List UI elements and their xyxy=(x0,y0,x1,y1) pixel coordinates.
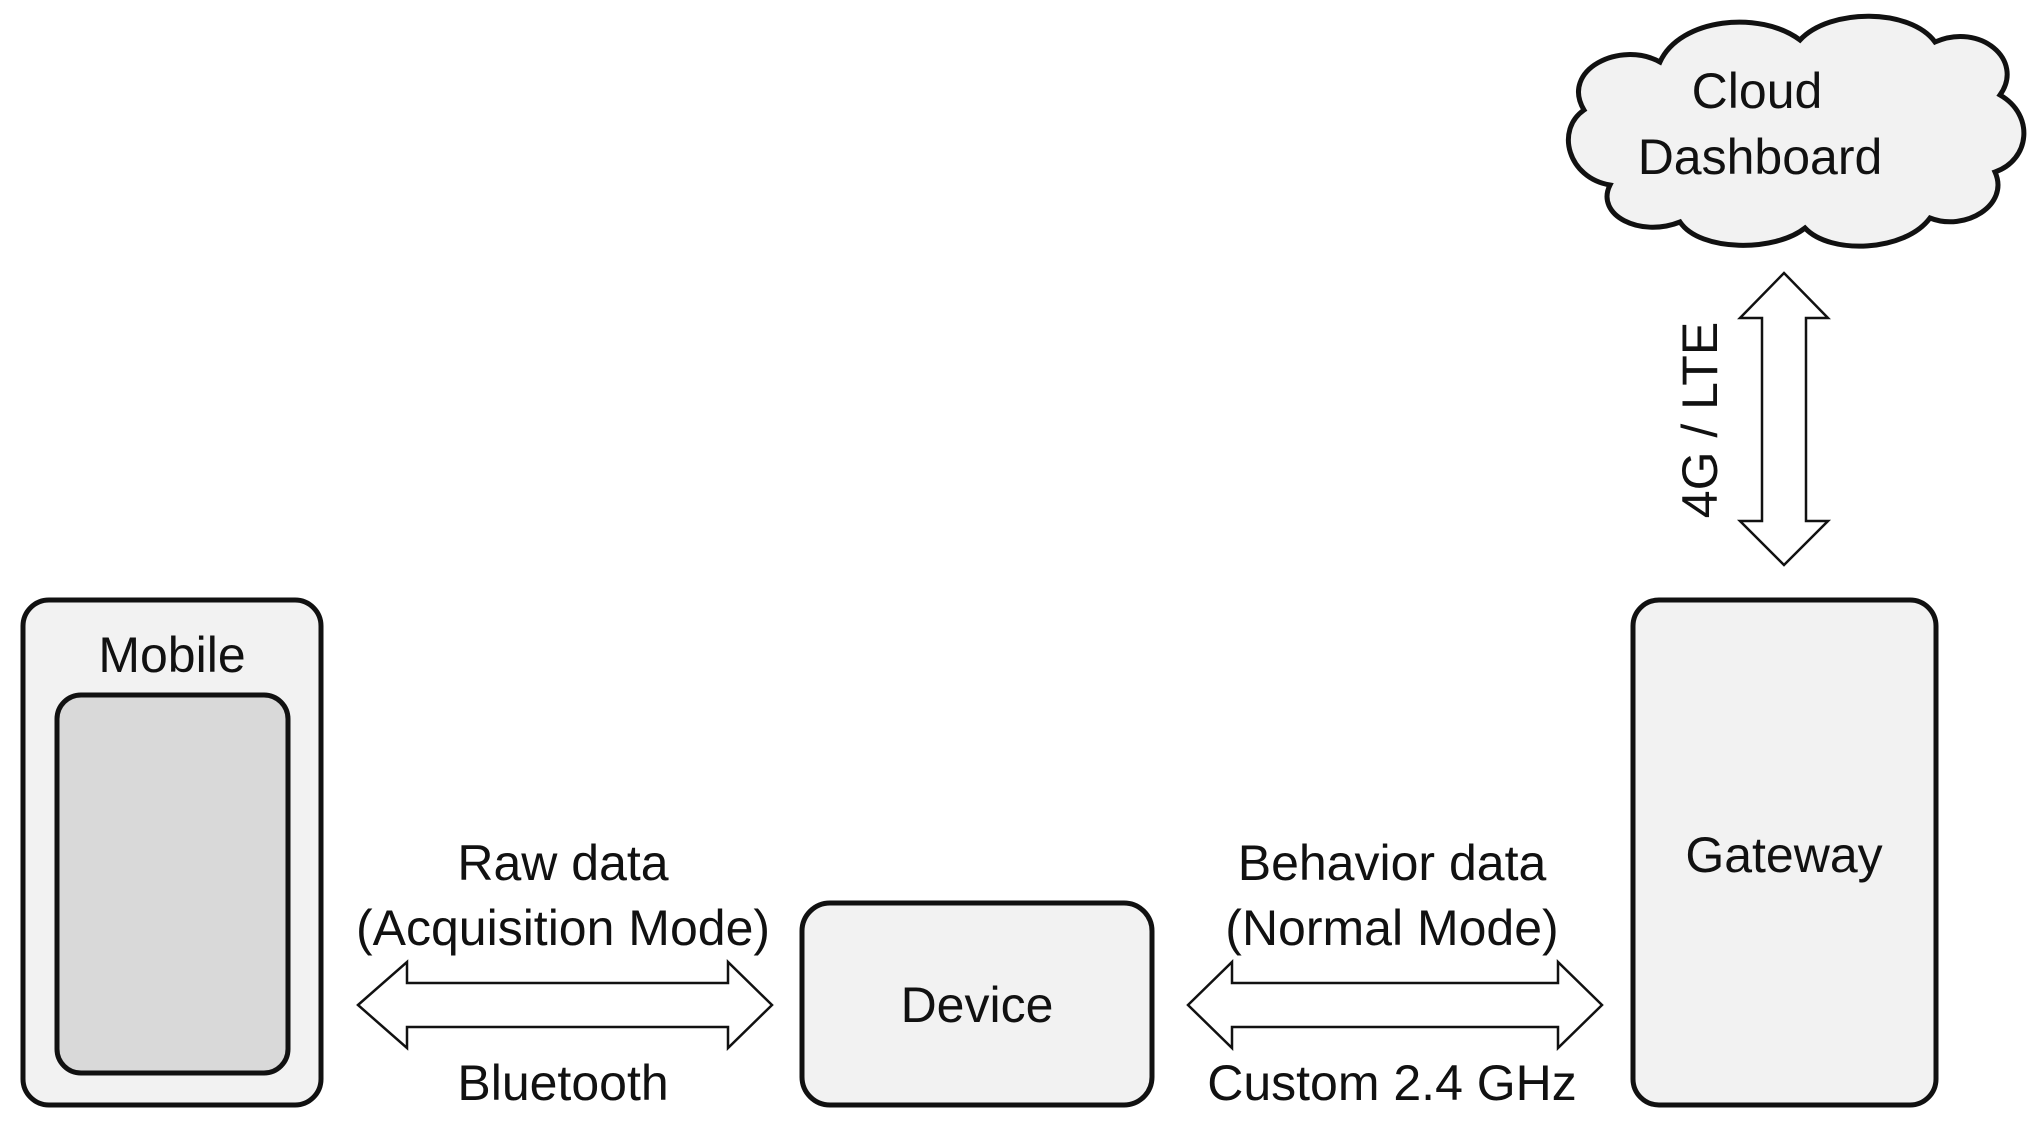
cloud-label-line1: Cloud xyxy=(1692,63,1823,119)
device-node: Device xyxy=(799,900,1155,1108)
mobile-label: Mobile xyxy=(98,627,245,683)
cloud-label-line2: Dashboard xyxy=(1638,129,1883,185)
cloud-shape xyxy=(1566,13,2027,249)
link-mobile-device-bottom: Bluetooth xyxy=(457,1055,668,1111)
mobile-screen xyxy=(54,692,291,1076)
double-arrow-device-gateway xyxy=(1186,959,1604,1051)
double-arrow-mobile-device xyxy=(356,959,774,1051)
link-mobile-device-top-line1: Raw data xyxy=(457,835,668,891)
gateway-node: Gateway xyxy=(1630,597,1939,1108)
link-gateway-cloud: 4G / LTE xyxy=(1672,271,1832,567)
double-arrow-gateway-cloud xyxy=(1736,271,1832,567)
mobile-node: Mobile xyxy=(20,597,324,1108)
link-gateway-cloud-label: 4G / LTE xyxy=(1672,322,1728,518)
gateway-label: Gateway xyxy=(1685,827,1882,883)
gateway-box xyxy=(1630,597,1939,1108)
link-device-gateway-top-line1: Behavior data xyxy=(1238,835,1547,891)
link-mobile-device-top-line2: (Acquisition Mode) xyxy=(356,900,770,956)
cloud-dashboard-node: Cloud Dashboard xyxy=(1566,13,2027,249)
device-box xyxy=(799,900,1155,1108)
link-device-gateway-top-line2: (Normal Mode) xyxy=(1225,900,1558,956)
device-label: Device xyxy=(901,977,1054,1033)
link-device-gateway-bottom: Custom 2.4 GHz xyxy=(1207,1055,1577,1111)
link-mobile-device: Raw data (Acquisition Mode) Bluetooth xyxy=(356,835,774,1111)
link-device-gateway: Behavior data (Normal Mode) Custom 2.4 G… xyxy=(1186,835,1604,1111)
